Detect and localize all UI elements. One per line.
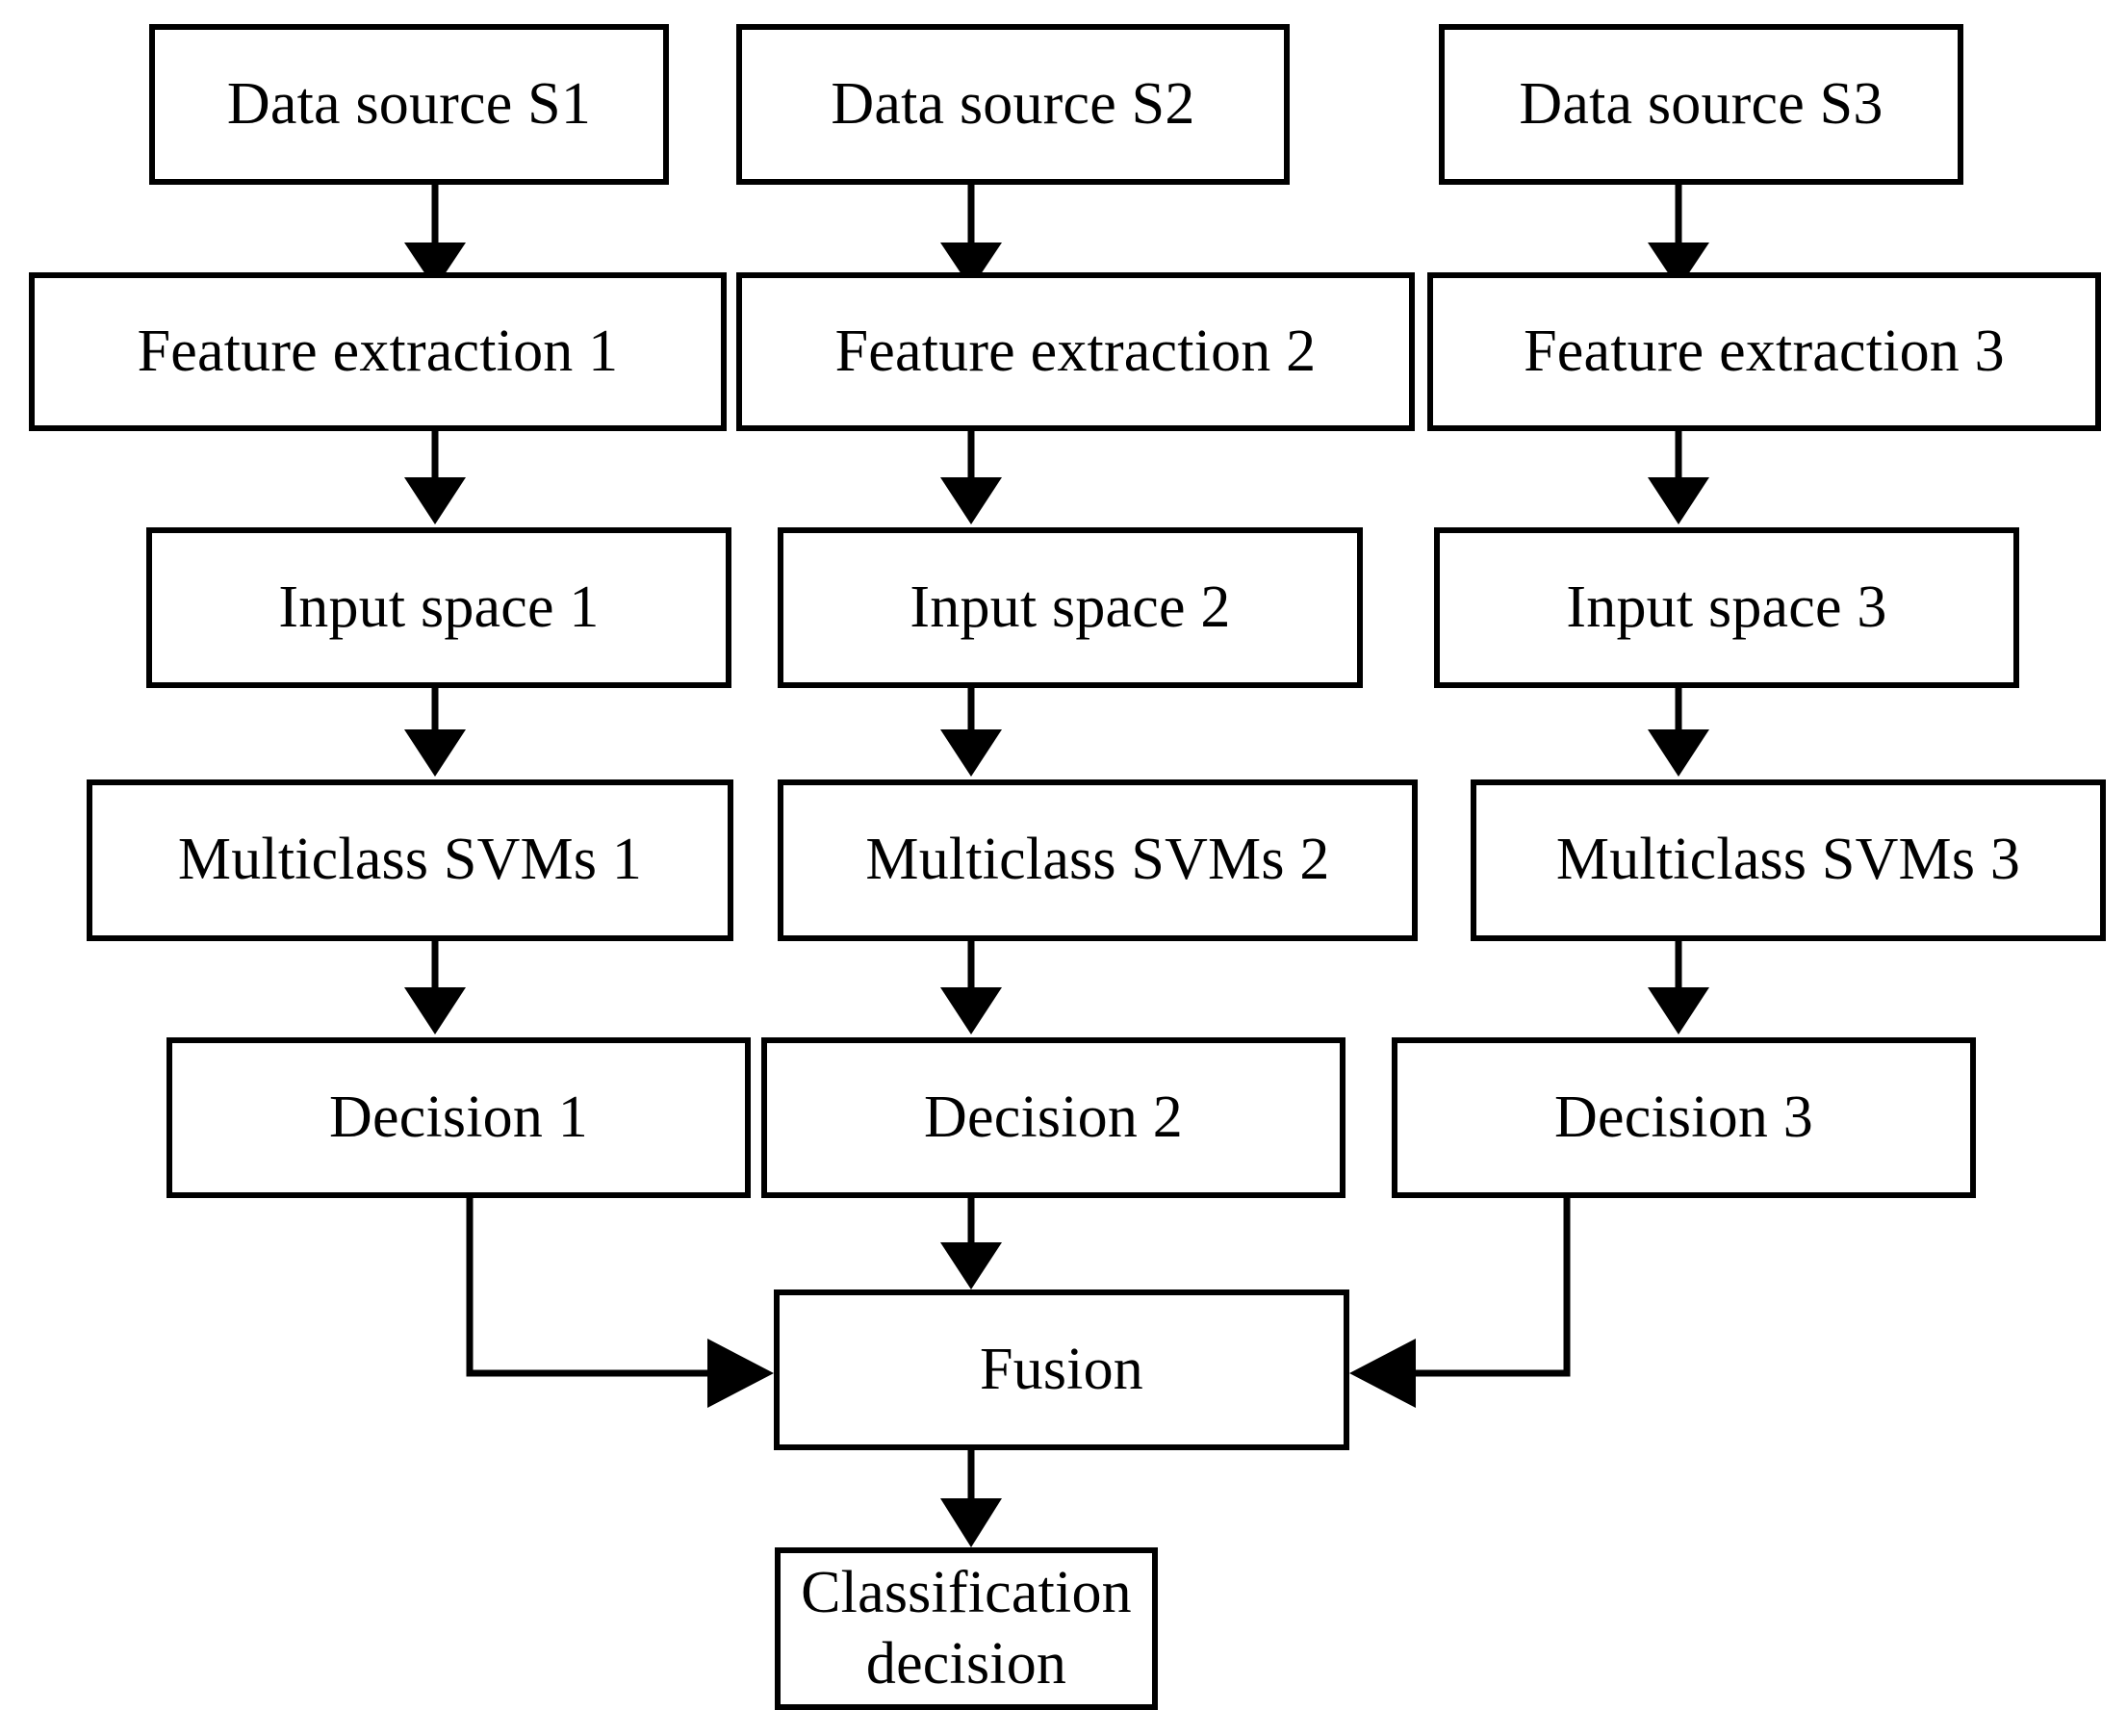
node-input-space-3[interactable]: Input space 3 xyxy=(1434,527,2019,688)
edge-feature3-to-input3 xyxy=(1648,431,1709,524)
edge-svm3-to-decision3 xyxy=(1648,941,1709,1034)
edge-feature2-to-input2 xyxy=(940,431,1002,524)
node-label: Multiclass SVMs 3 xyxy=(1555,827,2021,893)
edge-feature1-to-input1 xyxy=(404,431,466,524)
node-label: Fusion xyxy=(979,1336,1144,1402)
node-label: Decision 2 xyxy=(924,1084,1183,1150)
edge-input2-to-svm2 xyxy=(940,688,1002,777)
node-data-source-2[interactable]: Data source S2 xyxy=(736,24,1290,185)
node-data-source-1[interactable]: Data source S1 xyxy=(149,24,669,185)
node-label: Multiclass SVMs 1 xyxy=(177,827,643,893)
edge-input1-to-svm1 xyxy=(404,688,466,777)
node-multiclass-svms-2[interactable]: Multiclass SVMs 2 xyxy=(778,779,1418,941)
node-label: Data source S3 xyxy=(1519,70,1884,137)
node-input-space-2[interactable]: Input space 2 xyxy=(778,527,1363,688)
edge-source2-to-feature2 xyxy=(940,185,1002,289)
node-label: Input space 3 xyxy=(1566,574,1887,640)
node-label: Classification decision xyxy=(801,1560,1132,1697)
node-label: Data source S2 xyxy=(831,70,1195,137)
edge-decision1-to-fusion xyxy=(466,1198,774,1408)
edge-source1-to-feature1 xyxy=(404,185,466,289)
node-label: Feature extraction 2 xyxy=(834,318,1317,384)
node-label: Feature extraction 1 xyxy=(137,318,619,384)
node-label: Input space 1 xyxy=(278,574,600,640)
node-label: Feature extraction 3 xyxy=(1524,318,2005,384)
node-feature-extraction-1[interactable]: Feature extraction 1 xyxy=(29,272,727,431)
node-multiclass-svms-1[interactable]: Multiclass SVMs 1 xyxy=(87,779,733,941)
edge-svm2-to-decision2 xyxy=(940,941,1002,1034)
node-label: Decision 1 xyxy=(329,1084,588,1150)
node-input-space-1[interactable]: Input space 1 xyxy=(146,527,731,688)
edge-svm1-to-decision1 xyxy=(404,941,466,1034)
node-label: Data source S1 xyxy=(226,70,592,137)
node-label: Decision 3 xyxy=(1554,1084,1813,1150)
node-decision-3[interactable]: Decision 3 xyxy=(1392,1037,1976,1198)
edge-decision2-to-fusion xyxy=(940,1198,1002,1289)
node-label: Multiclass SVMs 2 xyxy=(865,827,1330,893)
node-feature-extraction-3[interactable]: Feature extraction 3 xyxy=(1427,272,2101,431)
edge-input3-to-svm3 xyxy=(1648,688,1709,777)
node-data-source-3[interactable]: Data source S3 xyxy=(1439,24,1963,185)
edge-fusion-to-classification xyxy=(940,1450,1002,1547)
edge-decision3-to-fusion xyxy=(1349,1198,1571,1408)
node-classification-decision[interactable]: Classification decision xyxy=(775,1547,1158,1710)
node-decision-1[interactable]: Decision 1 xyxy=(167,1037,751,1198)
edge-source3-to-feature3 xyxy=(1648,185,1709,289)
node-label: Input space 2 xyxy=(910,574,1231,640)
node-fusion[interactable]: Fusion xyxy=(774,1289,1349,1450)
node-decision-2[interactable]: Decision 2 xyxy=(761,1037,1345,1198)
node-multiclass-svms-3[interactable]: Multiclass SVMs 3 xyxy=(1471,779,2106,941)
node-feature-extraction-2[interactable]: Feature extraction 2 xyxy=(736,272,1415,431)
